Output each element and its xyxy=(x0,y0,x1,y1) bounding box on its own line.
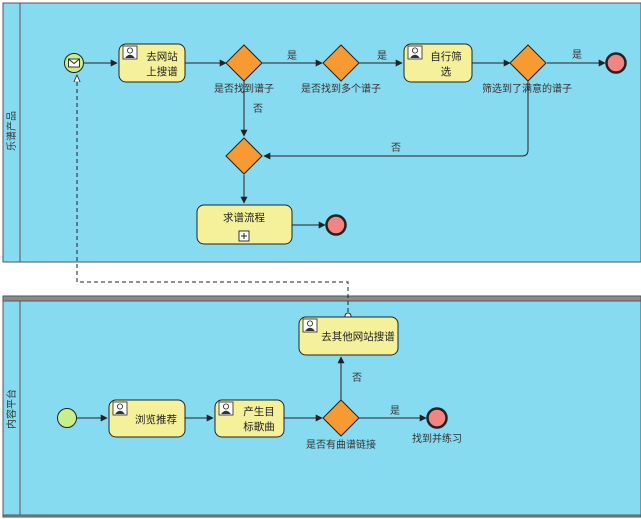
task-search-site[interactable]: 去网站 上搜谱 xyxy=(118,43,186,83)
task-self-filter[interactable]: 自行筛 选 xyxy=(403,43,473,83)
end-event-bottom-label: 找到并练习 xyxy=(412,432,462,445)
flow-g3-to-g4 xyxy=(263,81,529,160)
task-search-site-line1: 去网站 xyxy=(146,50,178,63)
end-event-top[interactable] xyxy=(605,52,627,74)
task-search-other-sites[interactable]: 去其他网站搜谱 xyxy=(298,316,399,356)
user-icon xyxy=(218,401,234,416)
gateway-found-multiple[interactable] xyxy=(322,44,360,82)
expand-plus-icon[interactable] xyxy=(238,230,250,242)
flows-bottom xyxy=(77,356,427,422)
flow-label-g3-no: 否 xyxy=(391,142,401,154)
flow-label-g2-yes: 是 xyxy=(377,50,387,62)
task-self-filter-line1: 自行筛 xyxy=(430,50,462,63)
task-target-song-line2: 标歌曲 xyxy=(243,420,275,433)
gateway-found-score[interactable] xyxy=(225,44,263,82)
task-search-other-sites-label: 去其他网站搜谱 xyxy=(321,330,395,343)
task-browse-recommend[interactable]: 浏览推荐 xyxy=(108,399,186,438)
pool-bottom-title: 内容平台 xyxy=(5,389,18,429)
pool-top: 乐谱产品 xyxy=(2,2,641,263)
gateway-found-multiple-label: 是否找到多个谱子 xyxy=(301,82,381,95)
task-self-filter-line2: 选 xyxy=(441,65,452,78)
flow-label-g5-no: 否 xyxy=(352,372,362,384)
gateway-has-link-label: 是否有曲谱链接 xyxy=(306,438,376,451)
flow-label-g3-yes: 是 xyxy=(572,49,582,61)
flow-label-g1-no: 否 xyxy=(253,103,263,115)
gateway-found-score-label: 是否找到谱子 xyxy=(214,82,274,95)
task-browse-recommend-label: 浏览推荐 xyxy=(135,413,177,426)
user-icon xyxy=(122,45,138,60)
gateway-satisfied-label: 筛选到了满意的谱子 xyxy=(482,82,572,95)
gateway-has-link[interactable] xyxy=(322,399,360,437)
subprocess-request-score-label: 求谱流程 xyxy=(223,211,265,224)
end-event-subprocess[interactable] xyxy=(325,214,347,236)
start-event-message[interactable] xyxy=(64,53,84,73)
task-target-song-line1: 产生目 xyxy=(243,405,275,418)
task-search-site-line2: 上搜谱 xyxy=(146,65,178,78)
task-target-song[interactable]: 产生目 标歌曲 xyxy=(214,399,285,438)
end-event-bottom[interactable] xyxy=(426,407,448,429)
flows-top xyxy=(84,59,606,229)
flow-label-g5-yes: 是 xyxy=(390,405,400,417)
pool-top-title: 乐谱产品 xyxy=(5,111,18,151)
gateway-satisfied[interactable] xyxy=(509,44,547,82)
flow-label-g1-yes: 是 xyxy=(287,50,297,62)
subprocess-request-score[interactable]: 求谱流程 xyxy=(196,204,293,245)
user-icon xyxy=(407,45,423,60)
user-icon xyxy=(112,401,128,416)
user-icon xyxy=(302,318,318,333)
start-event-bottom[interactable] xyxy=(57,408,77,428)
gateway-merge[interactable] xyxy=(225,137,263,175)
